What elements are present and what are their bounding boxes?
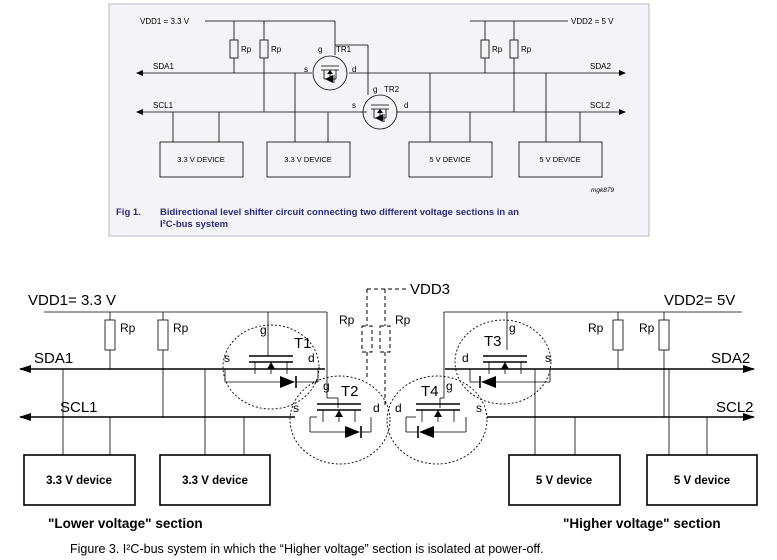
fig3-device-label: 3.3 V device: [182, 475, 248, 487]
fig3-t2-label: T2: [341, 383, 359, 400]
fig3-device-label: 5 V device: [674, 475, 730, 487]
fig3-t4-label: T4: [421, 383, 439, 400]
fig3-vdd2-label: VDD2= 5V: [664, 292, 735, 309]
fig3-rp-label: Rp: [588, 321, 604, 335]
fig1-device-label: 3.3 V DEVICE: [284, 155, 332, 164]
fig3-t4-body-diode: [419, 426, 434, 438]
fig1-rp-label: Rp: [271, 45, 282, 54]
fig3-device-box: [159, 454, 271, 506]
fig3-lower-section-label: "Lower voltage" section: [48, 516, 203, 531]
fig3-t4-highlight: [386, 375, 488, 465]
fig1-device-box: [518, 141, 603, 178]
fig1-code-label: mgk879: [591, 187, 615, 194]
fig3-t2-drain: d: [373, 401, 380, 415]
fig1-scl2-label: SCL2: [590, 101, 611, 110]
fig1-caption-number: Fig 1.: [116, 207, 141, 218]
fig1-tr1-label: TR1: [336, 45, 352, 54]
fig1-tr2-source: s: [352, 101, 356, 110]
fig3-t1-highlight: [222, 324, 320, 410]
fig3-vdd3-resistor: [361, 325, 373, 353]
fig3-t2-highlight: [289, 375, 391, 465]
fig1-device-label: 5 V DEVICE: [539, 155, 580, 164]
fig3-t2-source: s: [293, 401, 299, 415]
fig3-device-box: [508, 454, 621, 506]
fig3-t2-gate: g: [323, 379, 330, 393]
fig3-device-box: [646, 454, 758, 506]
fig1-rp-label: Rp: [241, 45, 252, 54]
fig3-pullup-resistor: [612, 319, 624, 351]
fig3-t1-body-diode: [280, 376, 295, 388]
fig3-t1-source: s: [224, 351, 230, 365]
fig3-vdd1-label: VDD1= 3.3 V: [28, 292, 116, 309]
fig1-tr1-gate: g: [318, 45, 322, 54]
fig3-rp-label: Rp: [339, 313, 355, 327]
fig3-t3-source: s: [545, 351, 551, 365]
fig3-pullup-resistor: [658, 319, 670, 351]
fig3-t1-label: T1: [294, 335, 312, 352]
fig3-device-box: [23, 454, 136, 506]
fig1-caption-line1: Bidirectional level shifter circuit conn…: [160, 207, 519, 218]
fig1-rp-label: Rp: [492, 45, 503, 54]
fig1-device-box: [266, 141, 351, 178]
fig1-tr2-label: TR2: [384, 85, 400, 94]
fig3-t1-gate: g: [260, 323, 267, 337]
fig3-t1-transistor: [248, 355, 294, 375]
fig3-t4-transistor: [415, 403, 461, 423]
fig1-device-label: 5 V DEVICE: [429, 155, 470, 164]
fig3-t4-source: s: [476, 401, 482, 415]
fig3-sda1-label: SDA1: [34, 350, 73, 367]
fig1-device-box: [408, 141, 493, 178]
fig3-t3-label: T3: [484, 333, 502, 350]
fig3-rp-label: Rp: [120, 321, 136, 335]
fig3-vdd3-resistor: [379, 325, 391, 353]
fig3-t3-transistor: [482, 355, 528, 375]
fig3-pullup-resistor: [157, 319, 169, 351]
fig3-scl2-label: SCL2: [716, 399, 754, 416]
fig3-t2-transistor: [316, 403, 362, 423]
fig3-t3-drain: d: [462, 351, 469, 365]
fig3-t2-body-diode: [345, 426, 360, 438]
fig3-caption: Figure 3. I²C-bus system in which the “H…: [70, 542, 544, 556]
fig3-higher-section-label: "Higher voltage" section: [563, 516, 721, 531]
fig3-device-label: 5 V device: [536, 475, 592, 487]
fig1-device-box: [159, 141, 244, 178]
fig1-tr2-gate: g: [373, 85, 377, 94]
fig3-rp-label: Rp: [395, 313, 411, 327]
fig1-vdd1-label: VDD1 = 3.3 V: [140, 17, 190, 26]
fig3-scl1-label: SCL1: [60, 399, 98, 416]
figure-3: VDD1= 3.3 V VDD2= 5V VDD3 Rp Rp SDA1 SDA…: [19, 281, 758, 556]
fig3-t4-drain: d: [395, 401, 402, 415]
fig3-t3-body-diode: [481, 376, 496, 388]
fig1-scl1-label: SCL1: [153, 101, 174, 110]
fig1-tr1-drain: d: [352, 65, 356, 74]
fig3-t1-drain: d: [308, 351, 315, 365]
fig3-sda2-label: SDA2: [711, 350, 750, 367]
fig3-vdd3-label: VDD3: [410, 281, 450, 298]
fig1-caption-line2: I²C-bus system: [160, 219, 228, 230]
fig1-device-label: 3.3 V DEVICE: [177, 155, 225, 164]
fig3-t4-gate: g: [446, 379, 453, 393]
fig1-sda1-label: SDA1: [153, 62, 174, 71]
figure-1: VDD1 = 3.3 V VDD2 = 5 V SDA1 SDA2 SCL1 S…: [108, 3, 650, 237]
fig1-vdd2-label: VDD2 = 5 V: [571, 17, 614, 26]
fig3-rp-label: Rp: [639, 321, 655, 335]
fig3-pullup-resistor: [104, 319, 116, 351]
fig1-tr2-drain: d: [404, 101, 408, 110]
fig1-sda2-label: SDA2: [590, 62, 611, 71]
fig3-rp-label: Rp: [173, 321, 189, 335]
fig1-tr1-source: s: [304, 65, 308, 74]
fig1-rp-label: Rp: [521, 45, 532, 54]
fig3-device-label: 3.3 V device: [46, 475, 112, 487]
fig3-t3-gate: g: [509, 321, 516, 335]
fig3-t3-highlight: [454, 319, 552, 405]
